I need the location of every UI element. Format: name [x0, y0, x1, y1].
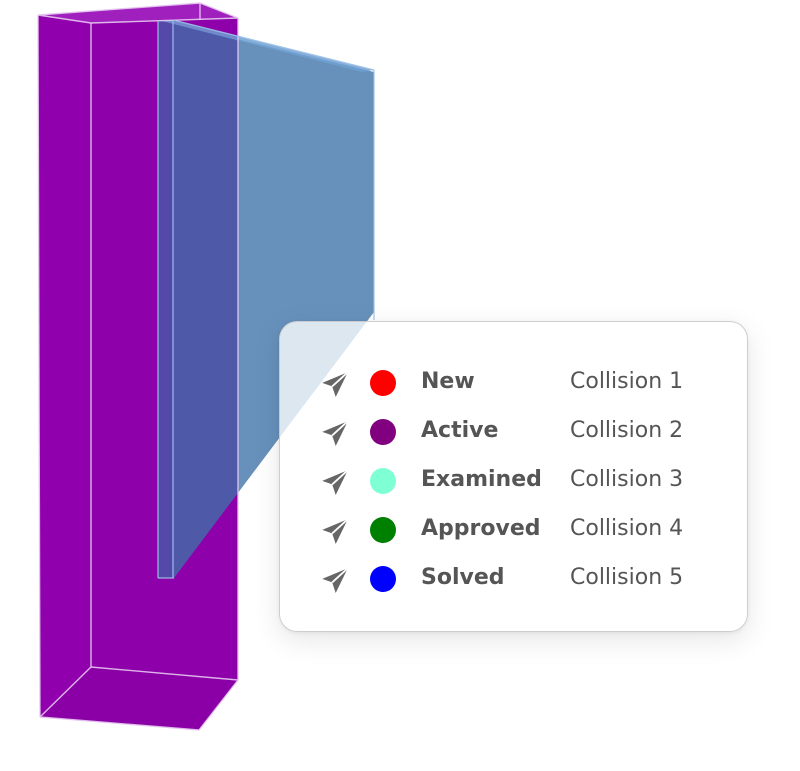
- paper-plane-icon[interactable]: [318, 466, 352, 500]
- status-label: Examined: [421, 467, 542, 492]
- paper-plane-icon[interactable]: [318, 417, 352, 451]
- collision-label: Collision 4: [570, 516, 684, 541]
- column-top-face: [38, 3, 238, 23]
- collision-label: Collision 5: [570, 565, 684, 590]
- status-label: Solved: [421, 565, 505, 590]
- glass-pane-front: [158, 20, 374, 578]
- glass-pane-top: [158, 20, 374, 72]
- collision-label: Collision 3: [570, 467, 684, 492]
- status-label: New: [421, 369, 475, 394]
- status-dot-blue: [370, 566, 396, 592]
- legend-row-active[interactable]: Active Collision 2: [280, 411, 747, 451]
- legend-row-solved[interactable]: Solved Collision 5: [280, 558, 747, 598]
- glass-pane-side: [158, 20, 173, 578]
- legend-row-examined[interactable]: Examined Collision 3: [280, 460, 747, 500]
- status-dot-purple: [370, 419, 396, 445]
- status-dot-red: [370, 370, 396, 396]
- status-dot-aquamarine: [370, 468, 396, 494]
- glass-edges: [157, 19, 375, 579]
- status-label: Active: [421, 418, 499, 443]
- collision-label: Collision 1: [570, 369, 684, 394]
- column-bottom-face: [40, 667, 238, 730]
- legend-row-new[interactable]: New Collision 1: [280, 362, 747, 402]
- status-dot-green: [370, 517, 396, 543]
- paper-plane-icon[interactable]: [318, 515, 352, 549]
- paper-plane-icon[interactable]: [318, 368, 352, 402]
- collision-label: Collision 2: [570, 418, 684, 443]
- column-front-face: [38, 15, 91, 717]
- column-edges: [37, 2, 240, 731]
- paper-plane-icon[interactable]: [318, 564, 352, 598]
- collision-legend-panel: New Collision 1 Active Collision 2 Exami…: [279, 321, 748, 632]
- legend-row-approved[interactable]: Approved Collision 4: [280, 509, 747, 549]
- status-label: Approved: [421, 516, 541, 541]
